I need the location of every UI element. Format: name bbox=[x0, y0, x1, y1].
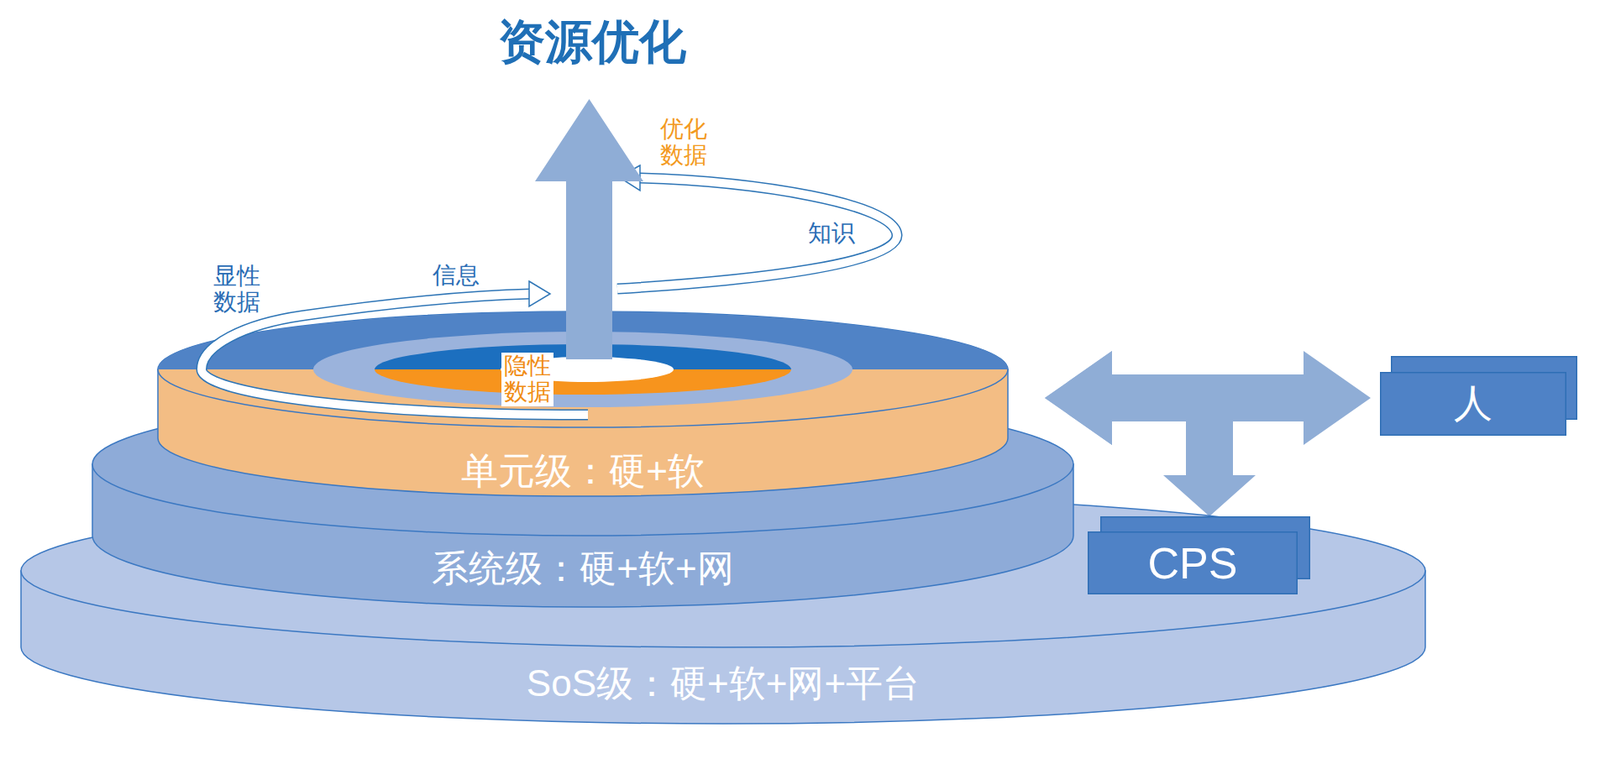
box-label: CPS bbox=[1148, 538, 1239, 589]
diagram-title: 资源优化 bbox=[498, 10, 687, 75]
cps-box: CPS bbox=[1087, 516, 1312, 596]
level-label: 系统级：硬+软+网 bbox=[431, 544, 734, 594]
flow-label: 显性 数据 bbox=[210, 262, 263, 317]
box-card bbox=[1088, 532, 1298, 595]
data-spiral bbox=[201, 165, 898, 415]
flow-label: 隐性 数据 bbox=[501, 352, 554, 407]
level-label: SoS级：硬+软+网+平台 bbox=[526, 659, 920, 709]
box-card bbox=[1380, 372, 1567, 436]
spiral-band bbox=[617, 178, 898, 289]
person-box: 人 bbox=[1379, 356, 1579, 437]
level-label: 单元级：硬+软 bbox=[461, 446, 705, 497]
flow-label: 知识 bbox=[805, 220, 858, 248]
flow-label: 优化 数据 bbox=[657, 115, 710, 170]
flow-label: 信息 bbox=[430, 262, 483, 290]
box-label: 人 bbox=[1453, 377, 1493, 431]
spiral-arrowhead bbox=[529, 281, 551, 307]
spiral-band-outline bbox=[617, 178, 898, 289]
optimization-up-arrow bbox=[535, 99, 644, 360]
block-arrow-connector bbox=[1044, 351, 1256, 517]
